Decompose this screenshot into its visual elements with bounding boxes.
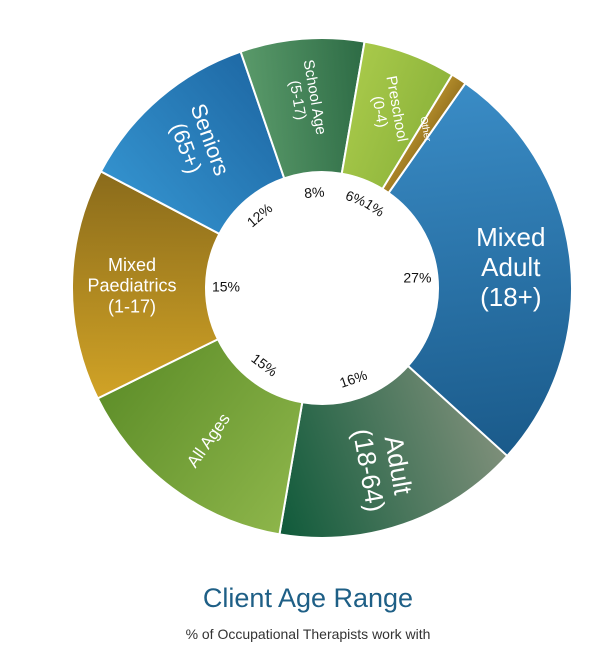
value-label-preschool-0-4: 6% <box>343 187 368 209</box>
value-label-school-age-5-17: 8% <box>304 184 325 202</box>
value-label-mixed-adult-18: 27% <box>403 269 431 285</box>
value-label-seniors-65: 12% <box>244 200 276 230</box>
slice-label-other: Other <box>417 116 432 143</box>
chart-subtitle: % of Occupational Therapists work with <box>185 626 431 642</box>
value-label-all-ages: 15% <box>248 350 280 380</box>
chart-title: Client Age Range <box>202 583 414 613</box>
slice-seniors-65 <box>99 50 286 236</box>
slice-all-ages <box>96 337 304 536</box>
value-label-mixed-paediatrics-1-17: 15% <box>212 279 240 295</box>
slice-other <box>381 73 467 195</box>
slice-adult-18-64 <box>278 364 509 539</box>
value-label-adult-18-64: 16% <box>337 367 369 391</box>
slices-layer <box>71 37 573 539</box>
slice-mixed-paediatrics-1-17 <box>71 170 221 400</box>
slice-mixed-adult-18 <box>387 81 573 458</box>
value-labels-layer: 27%16%15%15%12%8%6%1% <box>212 184 431 391</box>
